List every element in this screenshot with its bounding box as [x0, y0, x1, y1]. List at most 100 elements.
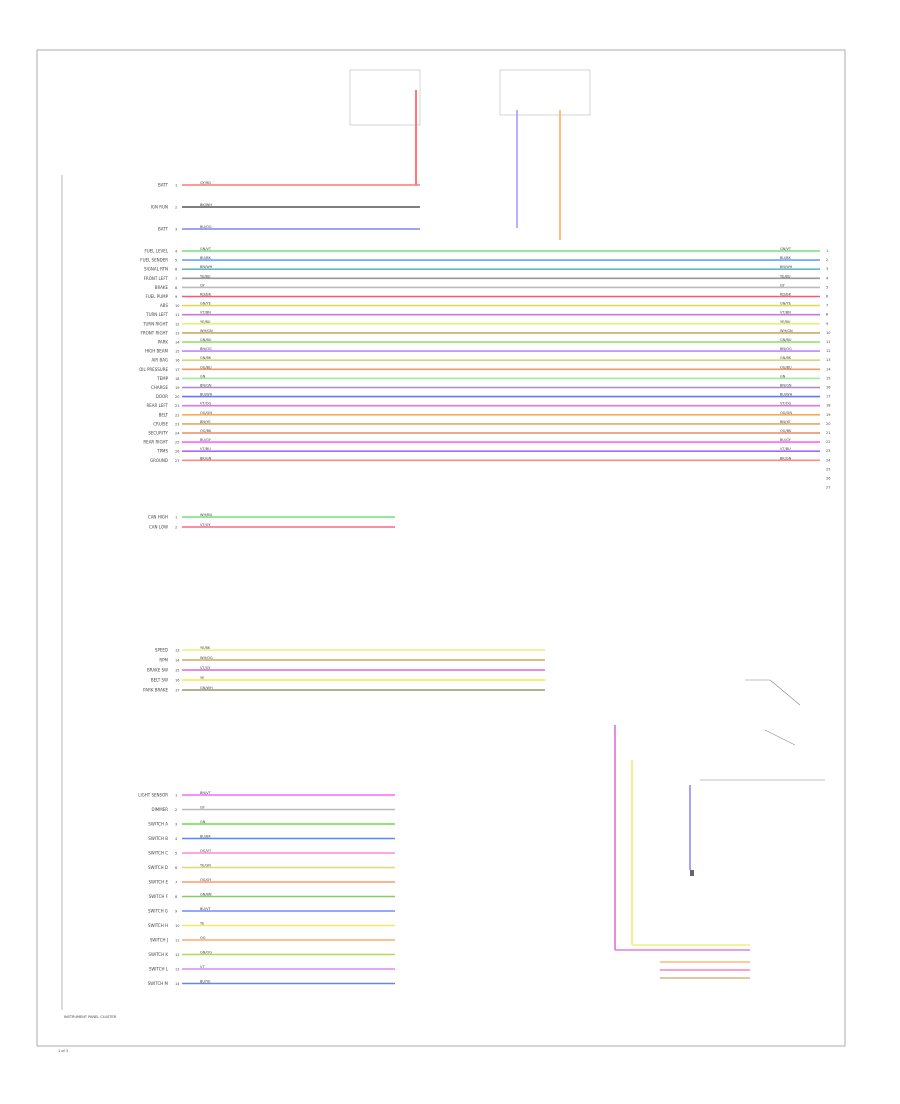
wire-color-code: OG/GN	[200, 411, 212, 415]
wire-color-code: VT/OG	[200, 402, 211, 406]
wire-pin-number: 10	[175, 304, 179, 308]
wire-pin-label: HIGH BEAM	[145, 349, 169, 354]
wire-color-code: WH/GN	[200, 329, 213, 333]
wire-pin-number: 14	[175, 341, 180, 345]
wire-color-code: VT/GY	[200, 523, 211, 527]
wire-color-code: GN/BN	[200, 893, 212, 897]
wire-color-code: GN/BK	[200, 356, 212, 360]
wire-pin-label: FRONT RIGHT	[141, 330, 169, 335]
right-pin-number: 25	[826, 467, 830, 471]
wire-pin-number: 7	[175, 881, 177, 885]
wire-color-code: YE/BU	[200, 320, 211, 324]
wire-color-code: BN/GN	[200, 384, 212, 388]
wire-pin-label: FUEL LEVEL	[144, 249, 168, 254]
wire-pin-label: FUEL SENDER	[140, 258, 168, 263]
wire-color-code: OG/GY	[200, 878, 212, 882]
wire-color-code-right: BN/OG	[780, 347, 792, 351]
wire-pin-label: OIL PRESSURE	[139, 367, 168, 372]
wire-color-code: BN/VT	[200, 791, 212, 795]
wire-color-code: OG/VT	[200, 849, 212, 853]
right-pin-number: 14	[826, 367, 831, 371]
right-pin-number: 24	[826, 458, 831, 462]
wire-color-code: BK/WH	[200, 203, 212, 207]
right-pin-number: 17	[826, 395, 830, 399]
wire-color-code: VT/BU	[200, 447, 211, 451]
wire-color-code-right: OG/GN	[780, 411, 792, 415]
right-pin-number: 6	[826, 295, 828, 299]
wire-pin-number: 21	[175, 404, 179, 408]
wire-pin-number: 18	[175, 377, 179, 381]
wire-pin-number: 5	[175, 259, 177, 263]
wire-pin-label: REAR RIGHT	[143, 440, 168, 445]
wire-pin-number: 22	[175, 413, 179, 417]
wire-pin-number: 2	[175, 526, 177, 530]
wire-pin-number: 4	[175, 837, 178, 841]
wire-pin-number: 2	[175, 808, 177, 812]
right-pin-number: 16	[826, 386, 830, 390]
wire-color-code: YE/GN	[200, 864, 211, 868]
wire-pin-label: FRONT LEFT	[144, 276, 169, 281]
right-pin-number: 1	[826, 249, 828, 253]
wire-pin-number: 3	[175, 823, 177, 827]
wire-color-code-right: YE/BU	[780, 320, 791, 324]
fuse-block-right-box	[499, 69, 591, 116]
right-pin-number: 11	[826, 340, 830, 344]
wire-color-code-right: BK/GN	[780, 456, 792, 460]
wire-pin-label: GROUND	[150, 458, 168, 463]
wire-pin-number: 25	[175, 441, 179, 445]
wire-color-code-right: VT/OG	[780, 402, 791, 406]
wire-pin-number: 23	[175, 422, 179, 426]
wire-pin-label: SWITCH C	[148, 851, 168, 856]
wire-color-code: BN/OG	[200, 347, 212, 351]
wire-pin-label: SIGNAL RTN	[144, 267, 168, 272]
wire-color-code: GN/OG	[200, 951, 212, 955]
wire-color-code: BU/WH	[200, 393, 213, 397]
wire-color-code: BK/GN	[200, 456, 212, 460]
wire-color-code-right: BU/WH	[780, 393, 793, 397]
wire-color-code-right: VT/BU	[780, 447, 791, 451]
wire-pin-number: 13	[175, 331, 179, 335]
lower-right-connector	[614, 725, 750, 979]
wire-color-code: GY	[200, 283, 206, 287]
right-pin-number: 22	[826, 440, 830, 444]
wire-pin-label: SWITCH L	[149, 967, 169, 972]
wire-pin-label: SWITCH D	[148, 865, 168, 870]
wire-pin-number: 20	[175, 395, 179, 399]
wire-row: SWITCH C 5 OG/VT	[148, 849, 395, 856]
wire-pin-number: 5	[175, 852, 177, 856]
wire-color-code: BN/YE	[200, 420, 211, 424]
wire-pin-label: TURN LEFT	[145, 312, 168, 317]
wire-pin-label: CAN HIGH	[148, 515, 168, 520]
wire-color-code: GN/BU	[200, 338, 212, 342]
module-label: INSTRUMENT PANEL CLUSTER	[64, 1015, 117, 1019]
wire-pin-number: 12	[175, 953, 179, 957]
wire-pin-number: 11	[175, 313, 179, 317]
wire-color-code-right: BU/BK	[780, 256, 792, 260]
wire-pin-number: 24	[175, 432, 180, 436]
wire-color-code: OG/BK	[200, 429, 212, 433]
wire-color-code-right: GN/BU	[780, 338, 792, 342]
wire-color-code: OG	[200, 936, 206, 940]
